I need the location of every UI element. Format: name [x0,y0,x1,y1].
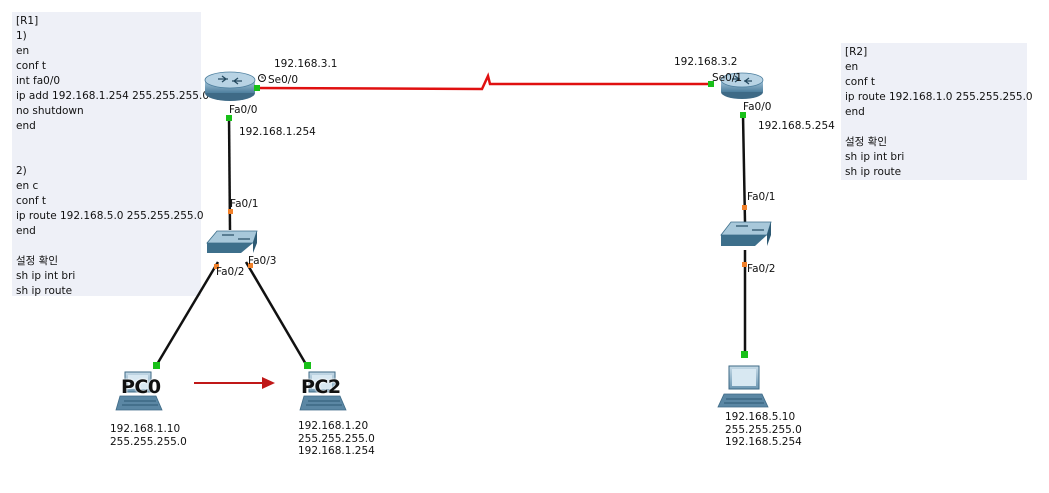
sw2-fa01-label: Fa0/1 [747,191,776,203]
port-light [742,262,747,267]
link-sw1-pc0[interactable] [154,261,220,367]
pc0-icon[interactable] [115,371,163,411]
pc2-address-block: 192.168.1.20 255.255.255.0 192.168.1.254 [298,420,375,458]
note-line: int fa0/0 [16,75,61,87]
note-line: end [16,225,36,237]
port-light [304,362,311,369]
pc-r2-ip: 192.168.5.10 [725,411,796,423]
pc2-icon[interactable] [299,371,347,411]
note-line: sh ip route [845,166,902,178]
traffic-arrow-icon [194,377,275,389]
pc-r2-address-block: 192.168.5.10 255.255.255.0 192.168.5.254 [725,411,802,449]
note-line: 2) [16,165,27,177]
sw1-fa02-label: Fa0/2 [216,266,245,278]
r1-fa-ip-label: 192.168.1.254 [239,126,316,138]
note-line: 1) [16,30,27,42]
link-sw1-pc2[interactable] [244,261,309,367]
sw1-fa01-label: Fa0/1 [230,198,259,210]
note-line: ip route 192.168.1.0 255.255.255.0 [845,91,1033,103]
note-line: ip route 192.168.5.0 255.255.255.0 [16,210,204,222]
port-light [742,205,747,210]
link-r2-sw2[interactable] [741,114,747,223]
note-line: end [845,106,865,118]
sw1-fa03-label: Fa0/3 [248,255,277,267]
pc-r2-mask: 255.255.255.0 [725,423,802,436]
port-light [153,362,160,369]
pc0-ip: 192.168.1.10 [110,423,181,435]
note-line: no shutdown [16,105,84,117]
r2-fa-ip-label: 192.168.5.254 [758,120,835,132]
port-light [226,115,232,121]
note-line: 설정 확인 [16,255,58,267]
r2-config-note: [R2] en conf t ip route 192.168.1.0 255.… [841,43,1033,180]
port-light [214,264,219,269]
router-r1-icon[interactable] [204,71,256,101]
pc-r2-gateway: 192.168.5.254 [725,436,802,448]
note-line: 설정 확인 [845,136,887,148]
router-r2-icon[interactable] [720,72,764,99]
port-light [254,85,260,91]
r2-serial-ip-label: 192.168.3.2 [674,56,738,68]
pc2-ip: 192.168.1.20 [298,420,369,432]
note-line: conf t [16,60,47,72]
port-light [228,209,233,214]
serial-link[interactable] [256,72,714,91]
r1-fa-if-label: Fa0/0 [229,104,258,116]
port-light [741,351,748,358]
pc0-name: PC0 [121,376,161,398]
port-light [740,112,746,118]
note-line: sh ip int bri [845,151,905,163]
r1-serial-if-label: Se0/0 [268,74,299,86]
sw2-fa02-label: Fa0/2 [747,263,776,275]
port-light [708,81,714,87]
note-line: en c [16,180,39,192]
switch-sw2-icon[interactable] [720,221,772,246]
pc-r2-lan-icon[interactable] [717,365,769,408]
r2-fa-if-label: Fa0/0 [743,101,772,113]
r1-serial-ip-label: 192.168.3.1 [274,58,338,70]
pc2-mask: 255.255.255.0 [298,432,375,445]
note-line: conf t [16,195,47,207]
clock-icon [258,74,266,82]
pc2-gateway: 192.168.1.254 [298,445,375,457]
note-line: conf t [845,76,876,88]
note-line: end [16,120,36,132]
pc0-mask: 255.255.255.0 [110,435,187,448]
note-line: sh ip int bri [16,270,76,282]
r2-serial-if-label: Se0/1 [712,72,743,84]
note-line: [R1] [16,15,39,27]
note-line: sh ip route [16,285,73,297]
note-line: [R2] [845,46,868,58]
note-line: ip add 192.168.1.254 255.255.255.0 [16,90,209,102]
note-line: en [845,61,859,73]
note-line: en [16,45,30,57]
r1-config-note: [R1] 1) en conf t int fa0/0 ip add 192.1… [12,12,209,297]
port-light [248,263,253,268]
pc0-address-block: 192.168.1.10 255.255.255.0 [110,423,187,448]
pc2-name: PC2 [301,376,341,398]
switch-sw1-icon[interactable] [206,230,258,253]
